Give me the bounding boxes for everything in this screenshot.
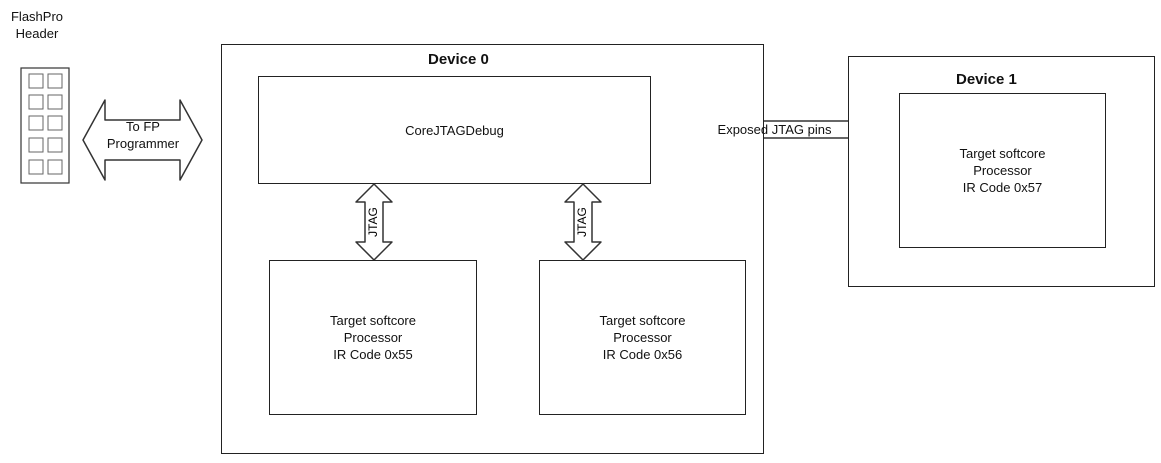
flashpro-header-line1: FlashPro (10, 9, 64, 24)
fp-arrow-line2: Programmer (106, 136, 180, 151)
target-c-line3: IR Code 0x57 (962, 180, 1043, 195)
exposed-jtag-label: Exposed JTAG pins (717, 122, 832, 137)
target-b-line2: Processor (613, 330, 672, 345)
target-c-line1: Target softcore (959, 146, 1046, 161)
target-processor-0x55: Target softcore Processor IR Code 0x55 (269, 260, 477, 415)
target-processor-0x57: Target softcore Processor IR Code 0x57 (899, 93, 1106, 248)
jtag-arrow-left-label: JTAG (366, 207, 380, 237)
target-c-line2: Processor (973, 163, 1032, 178)
fp-programmer-arrow (82, 99, 203, 181)
target-a-line3: IR Code 0x55 (333, 347, 413, 362)
fp-programmer-arrow-label: To FP Programmer (103, 118, 183, 152)
target-a-line1: Target softcore (330, 313, 416, 328)
target-processor-0x56: Target softcore Processor IR Code 0x56 (539, 260, 746, 415)
fp-arrow-line1: To FP (126, 119, 160, 134)
flashpro-header-label: FlashPro Header (4, 8, 70, 42)
device1-title: Device 1 (956, 71, 1017, 88)
core-jtag-debug-block: CoreJTAGDebug (258, 76, 651, 184)
target-b-line3: IR Code 0x56 (602, 347, 683, 362)
target-b-line1: Target softcore (599, 313, 686, 328)
flashpro-header-line2: Header (15, 26, 59, 41)
target-a-line2: Processor (343, 330, 403, 345)
device0-title: Device 0 (428, 51, 489, 68)
jtag-arrow-right-label: JTAG (575, 207, 589, 237)
flashpro-header-connector (20, 67, 70, 184)
core-jtag-debug-label: CoreJTAGDebug (405, 122, 504, 138)
